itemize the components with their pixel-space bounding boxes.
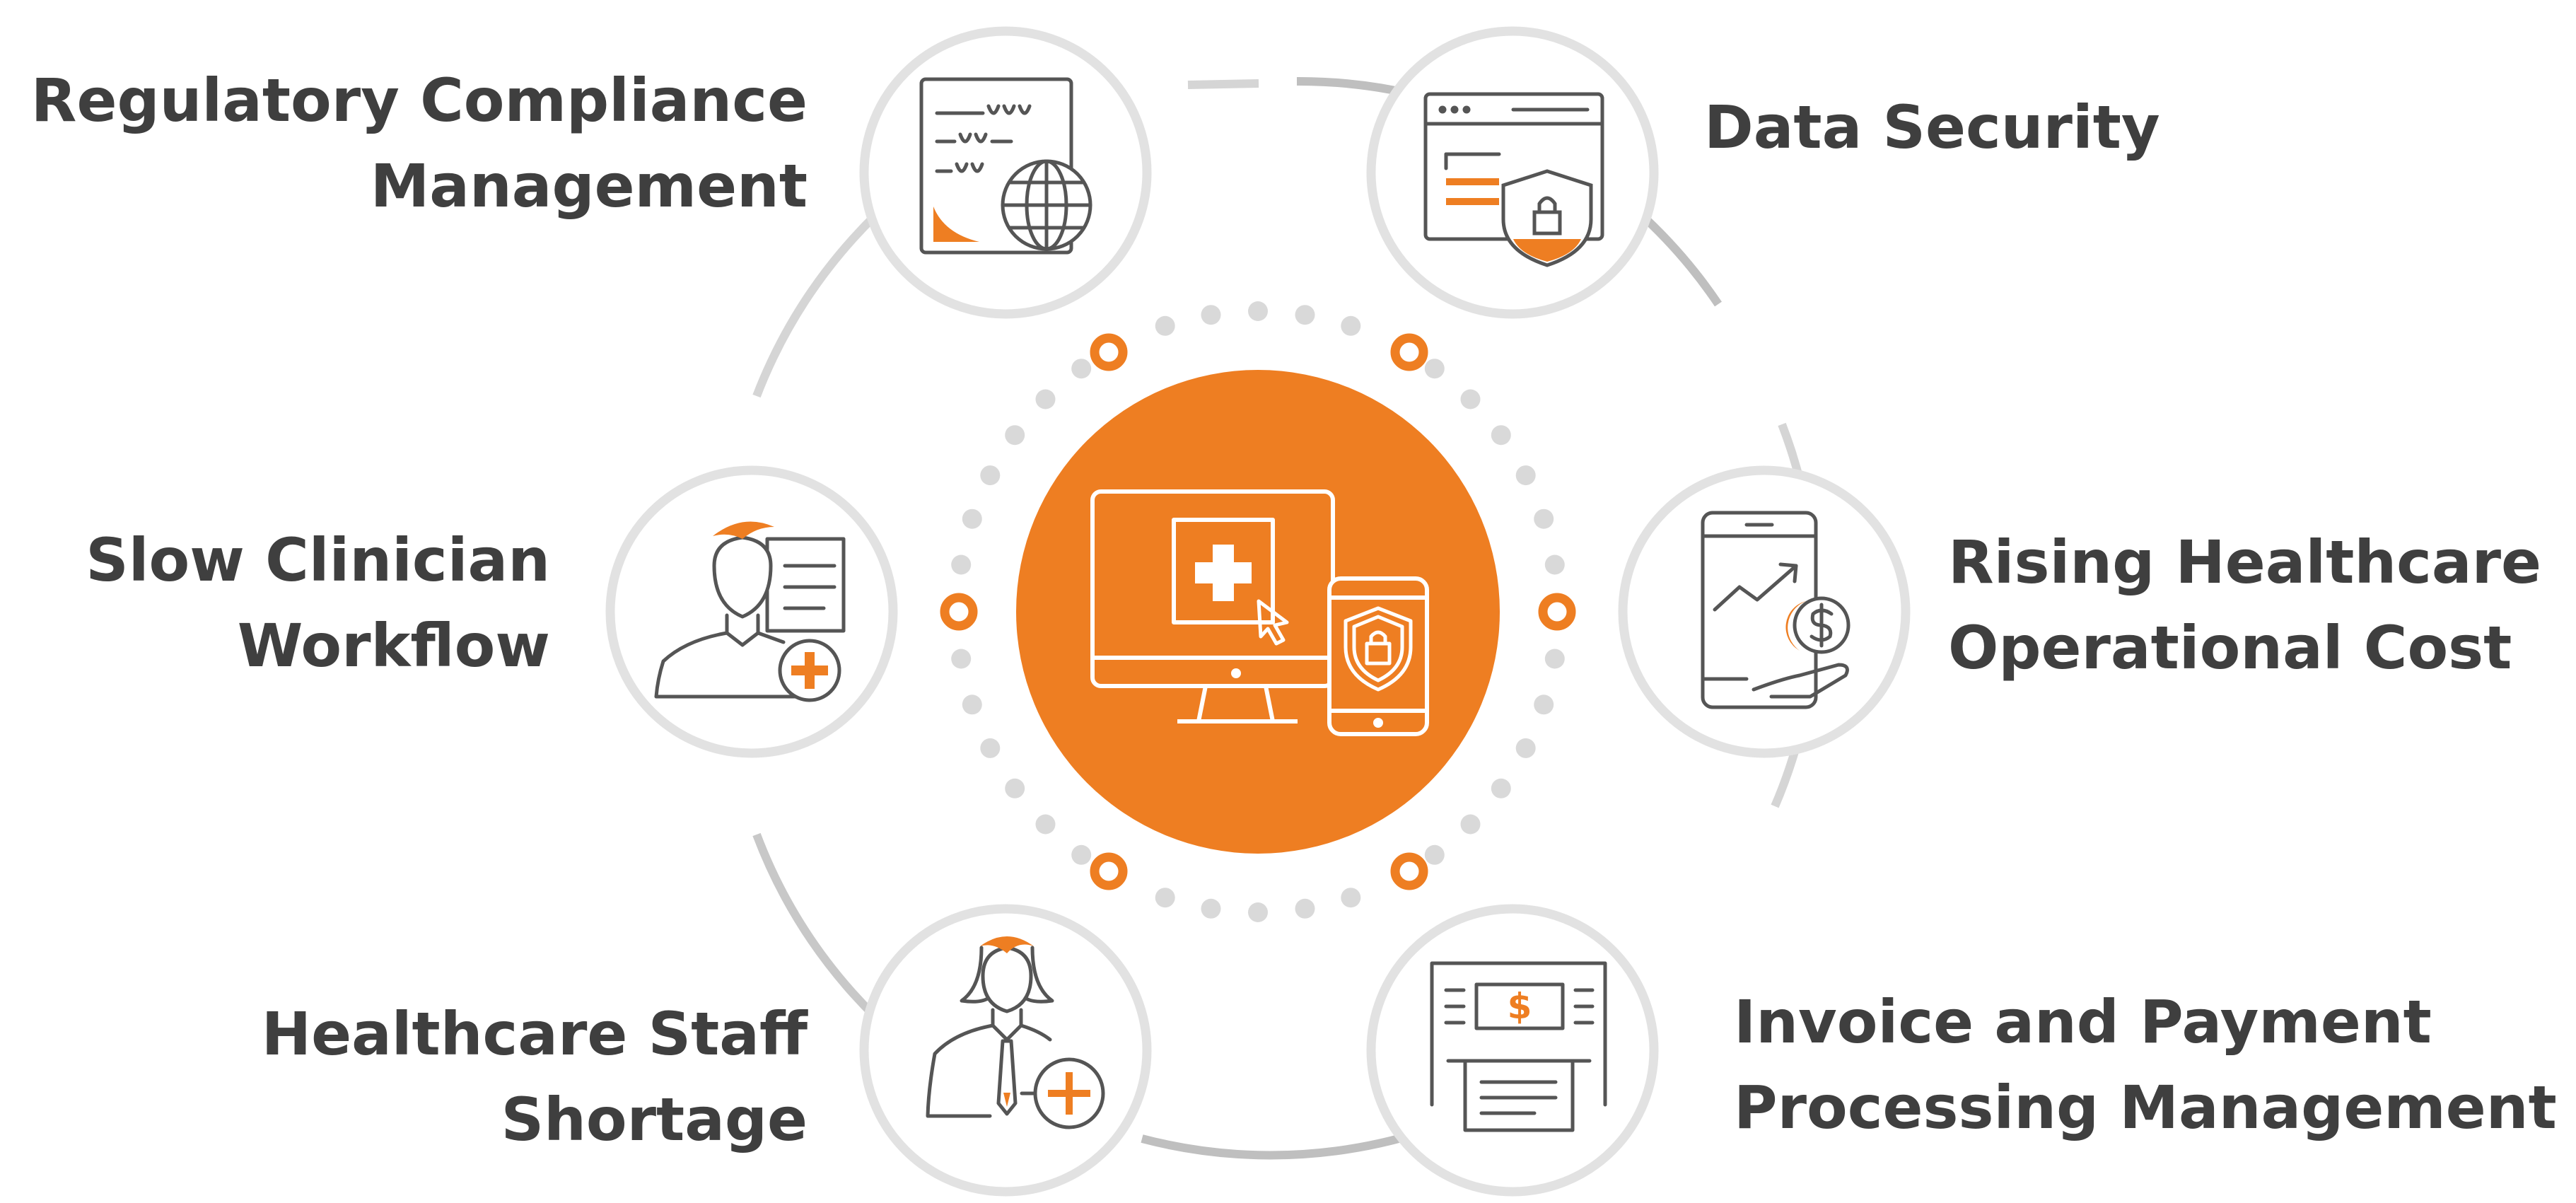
ring-dot [1295, 898, 1315, 919]
label-line: Workflow [237, 611, 550, 680]
orange-marker [940, 593, 978, 631]
dollar-sign-accent: $ [1508, 986, 1532, 1027]
clinician-hair-accent [713, 521, 774, 539]
ring-dot [1155, 315, 1175, 336]
label-staff-shortage: Healthcare Staff Shortage [0, 992, 808, 1163]
ring-dot [951, 554, 972, 575]
ring-dot [1341, 888, 1361, 908]
label-line: Operational Cost [1948, 613, 2512, 682]
label-line: Management [370, 151, 808, 221]
nurse-tie-accent [1003, 1093, 1010, 1107]
label-line: Data Security [1704, 93, 2160, 162]
ring-dot [1515, 465, 1536, 486]
plus-icon [1195, 545, 1252, 601]
label-invoice: Invoice and Payment Processing Managemen… [1734, 980, 2557, 1151]
ring-dot [1460, 814, 1481, 835]
ring-dot [1248, 902, 1268, 922]
dotted-ring [951, 301, 1565, 922]
document-corner-accent [933, 207, 979, 242]
label-line: Healthcare Staff [261, 999, 808, 1069]
orange-marker [1538, 593, 1576, 631]
satellite-data-security [1366, 26, 1659, 319]
ring-dot [1544, 554, 1565, 575]
orange-marker [1090, 852, 1128, 890]
ring-dot [1534, 508, 1554, 529]
nurse-cap-accent [980, 936, 1034, 953]
label-line: Slow Clinician [86, 525, 550, 595]
label-rising-cost: Rising Healthcare Operational Cost [1948, 520, 2541, 691]
ring-dot [1341, 315, 1361, 336]
ring-dot [980, 465, 1001, 486]
ring-dot [1491, 778, 1511, 798]
ring-dot [962, 695, 982, 715]
ring-dot [962, 508, 982, 529]
satellite-regulatory [859, 26, 1152, 319]
label-regulatory: Regulatory Compliance Management [0, 58, 808, 229]
ring-dot [951, 649, 972, 669]
ring-dot [1005, 425, 1025, 446]
ring-dot [1155, 888, 1175, 908]
coin-accent [1785, 601, 1806, 651]
label-slow-clinician: Slow Clinician Workflow [0, 518, 550, 689]
ring-dot [1005, 778, 1025, 798]
browser-accent-bars [1446, 178, 1581, 262]
ring-dot [1071, 844, 1092, 865]
ring-dot [1424, 844, 1445, 865]
ring-dot [1071, 359, 1092, 379]
ring-dot [1035, 389, 1056, 409]
ring-dot [1515, 738, 1536, 758]
ring-dot [1035, 814, 1056, 835]
nurse-plus-accent [1048, 1072, 1090, 1115]
document-globe-icon [919, 77, 1092, 255]
phone-chart-dollar-icon [1701, 511, 1851, 709]
label-data-security: Data Security [1704, 85, 2160, 170]
phone-icon [1327, 576, 1429, 736]
orange-marker [1390, 333, 1428, 371]
label-line: Invoice and Payment [1734, 987, 2432, 1057]
ring-dot [1201, 305, 1221, 325]
satellite-invoice [1366, 904, 1659, 1197]
label-line: Shortage [501, 1085, 808, 1154]
ring-dot [1248, 301, 1268, 321]
ring-dot [980, 738, 1001, 758]
orange-marker [1090, 333, 1128, 371]
orange-ring-markers [940, 333, 1576, 890]
ring-dot [1544, 649, 1565, 669]
ring-dot [1460, 389, 1481, 409]
invoice-printer-icon [1430, 961, 1607, 1132]
clinician-document-plus-icon [654, 535, 846, 702]
ring-dot [1491, 425, 1511, 446]
ring-dot [1424, 359, 1445, 379]
orange-marker [1390, 852, 1428, 890]
ring-dot [1534, 695, 1554, 715]
label-line: Regulatory Compliance [30, 66, 808, 135]
label-line: Rising Healthcare [1948, 528, 2542, 597]
cursor-icon [1257, 599, 1289, 646]
ring-dot [1201, 898, 1221, 919]
label-line: Processing Management [1734, 1073, 2557, 1142]
ring-dot [1295, 305, 1315, 325]
clinician-plus-accent [791, 652, 828, 689]
shield-lock-icon [1344, 606, 1413, 692]
center-hub [1016, 370, 1500, 854]
